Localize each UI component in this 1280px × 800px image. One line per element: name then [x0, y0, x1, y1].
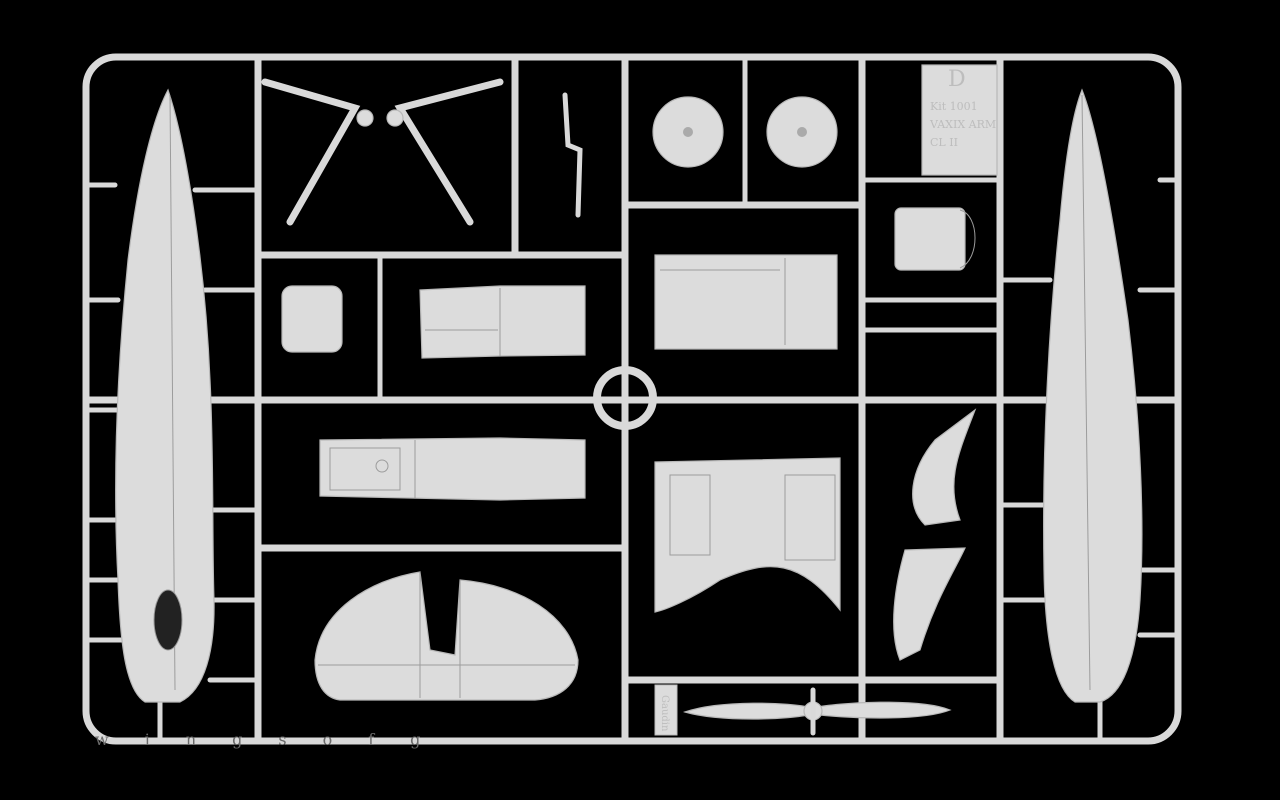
side-panel-upper-lines: [660, 258, 786, 345]
seat-back-detail: [959, 209, 976, 269]
cockpit-floor-lower: [319, 437, 586, 501]
maker-name: Gaudin: [659, 695, 670, 732]
control-stick: [562, 92, 583, 218]
sprue-code-line-2: VAXIX ARM: [929, 118, 996, 131]
fuselage-half-left: [115, 88, 215, 703]
fuselage-left-cockpit-cutout: [153, 589, 183, 651]
watermark-text: wingsofg: [95, 730, 456, 749]
fuselage-right-seam: [1081, 94, 1091, 691]
cockpit-floor-hole: [375, 459, 389, 473]
tailplane-ribs: [318, 572, 575, 698]
cockpit-floor-lower-lines: [329, 440, 416, 498]
landing-gear-struts: [261, 78, 504, 226]
side-panel-lower-lines: [669, 474, 836, 561]
fuselage-left-seam: [169, 94, 176, 691]
engine-detail-panel: [921, 64, 998, 176]
fuel-tank-part: [281, 285, 343, 353]
cockpit-floor-upper: [419, 285, 586, 359]
maker-tab: [654, 684, 678, 736]
sprue-code-line-1: Kit 1001: [930, 100, 978, 113]
wheel-right-hub: [797, 127, 807, 137]
sprue-center-ring: [593, 366, 657, 430]
side-panel-lower: [654, 457, 841, 613]
sprue-letter: D: [948, 67, 966, 92]
gate-stubs: [83, 177, 1181, 744]
seat-part: [894, 207, 966, 271]
wheel-left-hub: [683, 127, 693, 137]
fuselage-half-right: [1043, 88, 1143, 703]
side-panel-upper: [654, 254, 838, 350]
cockpit-floor-upper-lines: [425, 288, 501, 356]
cowling-piece-upper: [912, 408, 977, 526]
sprue-code-line-3: CL II: [930, 136, 958, 149]
cowling-piece-lower: [893, 547, 966, 661]
tailplane: [314, 571, 579, 701]
